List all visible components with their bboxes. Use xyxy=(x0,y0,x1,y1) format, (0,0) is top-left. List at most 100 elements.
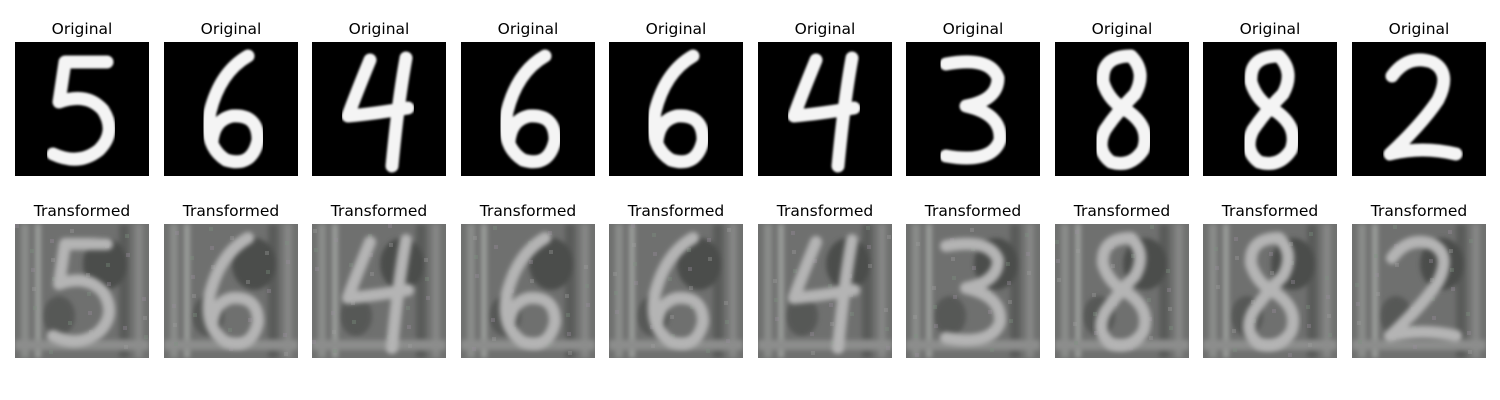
digit-stroke-6 xyxy=(499,232,561,350)
transformed-title: Transformed xyxy=(33,202,131,220)
transformed-image-panel xyxy=(1352,224,1486,358)
digit-image xyxy=(1203,224,1337,358)
digit-image xyxy=(15,42,149,176)
transformed-cell: Transformed xyxy=(15,202,149,358)
transformed-cell: Transformed xyxy=(461,202,595,358)
digit-stroke-5 xyxy=(47,238,115,348)
transformed-title: Transformed xyxy=(1221,202,1319,220)
digit-stroke-8 xyxy=(1095,232,1152,352)
original-image-panel xyxy=(758,42,892,176)
digit-image xyxy=(312,224,446,358)
original-image-panel xyxy=(1352,42,1486,176)
transformed-cell: Transformed xyxy=(312,202,446,358)
noise-texture xyxy=(758,224,892,358)
original-title: Original xyxy=(942,20,1004,38)
transformed-title: Transformed xyxy=(182,202,280,220)
original-title: Original xyxy=(1239,20,1301,38)
transformed-image-panel xyxy=(609,224,743,358)
transformed-title: Transformed xyxy=(1073,202,1171,220)
digit-image xyxy=(15,224,149,358)
digit-image xyxy=(1352,42,1486,176)
transformed-image-panel xyxy=(906,224,1040,358)
digit-image xyxy=(906,42,1040,176)
original-image-panel xyxy=(312,42,446,176)
digit-image xyxy=(312,42,446,176)
transformed-image-panel xyxy=(15,224,149,358)
transformed-cell: Transformed xyxy=(906,202,1040,358)
digit-stroke-6 xyxy=(202,232,264,350)
original-image-panel xyxy=(164,42,298,176)
digit-image xyxy=(758,42,892,176)
digit-image xyxy=(609,224,743,358)
digit-stroke-6 xyxy=(647,49,710,169)
transformed-cell: Transformed xyxy=(758,202,892,358)
transformed-title: Transformed xyxy=(924,202,1022,220)
original-title: Original xyxy=(348,20,410,38)
digit-stroke-3 xyxy=(940,237,1007,346)
digit-image xyxy=(906,224,1040,358)
original-title: Original xyxy=(497,20,559,38)
digit-image xyxy=(1352,224,1486,358)
digit-image xyxy=(1203,42,1337,176)
digit-stroke-2 xyxy=(1383,53,1463,161)
transformed-title: Transformed xyxy=(479,202,577,220)
digit-image xyxy=(164,224,298,358)
digit-image xyxy=(164,42,298,176)
transformed-cell: Transformed xyxy=(1352,202,1486,358)
transformed-image-panel xyxy=(1203,224,1337,358)
original-image-panel xyxy=(609,42,743,176)
original-cell: Original xyxy=(609,20,743,176)
original-image-panel xyxy=(1055,42,1189,176)
transformed-title: Transformed xyxy=(627,202,725,220)
transformed-title: Transformed xyxy=(776,202,874,220)
transformed-image-panel xyxy=(758,224,892,358)
original-title: Original xyxy=(794,20,856,38)
original-title: Original xyxy=(51,20,113,38)
original-image-panel xyxy=(906,42,1040,176)
transformed-title: Transformed xyxy=(330,202,428,220)
digit-stroke-4 xyxy=(787,51,861,173)
digit-stroke-8 xyxy=(1242,49,1300,170)
digit-image xyxy=(461,42,595,176)
transformed-image-panel xyxy=(312,224,446,358)
digit-stroke-4 xyxy=(788,234,860,354)
noise-texture xyxy=(312,224,446,358)
digit-image xyxy=(609,42,743,176)
digit-image xyxy=(1055,42,1189,176)
digit-stroke-6 xyxy=(647,232,709,350)
digit-stroke-2 xyxy=(1384,235,1462,342)
transformed-cell: Transformed xyxy=(1203,202,1337,358)
original-image-panel xyxy=(1203,42,1337,176)
digit-stroke-6 xyxy=(202,49,265,169)
original-cell: Original xyxy=(461,20,595,176)
original-title: Original xyxy=(645,20,707,38)
digit-stroke-8 xyxy=(1094,49,1152,170)
original-title: Original xyxy=(1388,20,1450,38)
digit-image xyxy=(461,224,595,358)
original-image-panel xyxy=(15,42,149,176)
digit-image xyxy=(1055,224,1189,358)
original-cell: Original xyxy=(906,20,1040,176)
transformed-cell: Transformed xyxy=(164,202,298,358)
digit-stroke-5 xyxy=(46,55,116,166)
original-cell: Original xyxy=(312,20,446,176)
original-cell: Original xyxy=(758,20,892,176)
digit-stroke-3 xyxy=(939,55,1007,165)
original-title: Original xyxy=(1091,20,1153,38)
digit-stroke-4 xyxy=(342,234,414,354)
transformed-title: Transformed xyxy=(1370,202,1468,220)
noise-texture xyxy=(1352,224,1486,358)
original-cell: Original xyxy=(1203,20,1337,176)
transformed-image-panel xyxy=(1055,224,1189,358)
original-image-panel xyxy=(461,42,595,176)
transformed-cell: Transformed xyxy=(1055,202,1189,358)
original-title: Original xyxy=(200,20,262,38)
transformed-image-panel xyxy=(164,224,298,358)
digit-image xyxy=(758,224,892,358)
transformed-image-panel xyxy=(461,224,595,358)
original-cell: Original xyxy=(1055,20,1189,176)
digit-stroke-6 xyxy=(499,49,562,169)
original-cell: Original xyxy=(1352,20,1486,176)
original-cell: Original xyxy=(15,20,149,176)
transformed-cell: Transformed xyxy=(609,202,743,358)
